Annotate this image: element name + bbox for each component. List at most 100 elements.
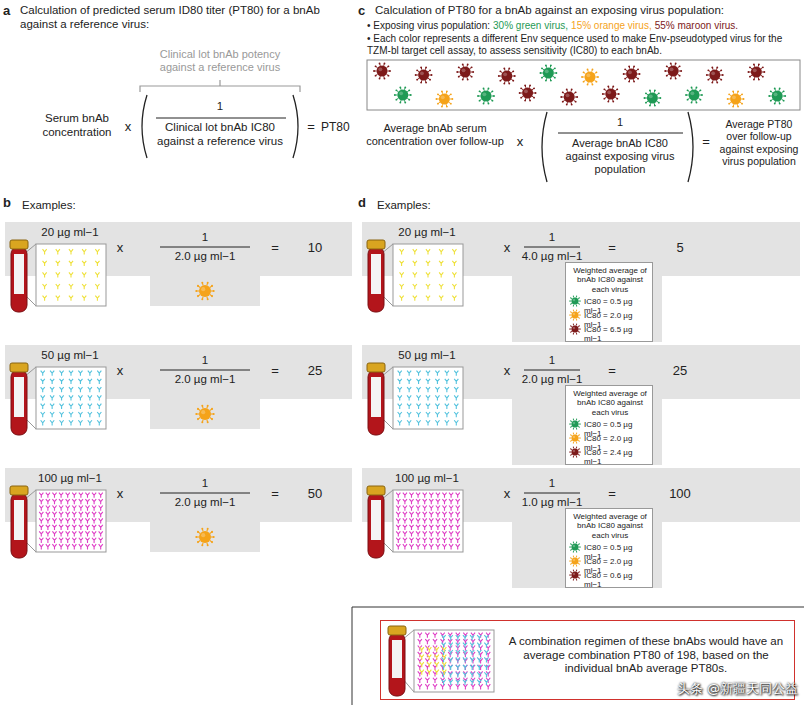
virus-spike-tip	[213, 290, 215, 292]
virus-spike-tip	[441, 106, 443, 108]
node-text: IC80 = 2.4 µg ml−1	[584, 448, 652, 467]
virus-spike-tip	[503, 67, 505, 69]
node-text: 20 µg ml−1	[387, 226, 467, 240]
virus-spike-tip	[571, 88, 573, 90]
label-text: Clinical lot bnAb IC80 against a referen…	[152, 121, 288, 148]
blood-tube	[367, 240, 463, 312]
virus-body	[772, 91, 783, 102]
virus-spike-tip	[576, 541, 577, 542]
virus-spike	[579, 438, 581, 439]
virus-spike-tip	[456, 71, 458, 73]
virus-spike	[388, 71, 390, 72]
virus-spike-tip	[573, 418, 574, 419]
virus-spike	[654, 90, 656, 92]
virus-spike	[576, 332, 578, 334]
virus-spike-tip	[592, 68, 594, 70]
virus-spike-tip	[768, 95, 770, 97]
virus-spike-tip	[679, 75, 681, 77]
virus-spike	[529, 98, 531, 100]
virus-highlight	[628, 70, 632, 74]
virus-spike	[480, 91, 482, 92]
virus-spike	[206, 543, 208, 546]
node-text: 1	[522, 477, 582, 491]
virus-spike-tip	[576, 565, 577, 566]
divider-line	[352, 607, 804, 608]
node-text: Weighted average of bnAb IC80 against ea…	[569, 266, 651, 294]
virus-highlight	[711, 71, 715, 75]
virus-spike	[637, 74, 639, 75]
virus-body	[571, 420, 578, 427]
virus-spike-tip	[569, 574, 570, 575]
virus-spike	[719, 70, 721, 71]
virus-icon	[569, 569, 581, 580]
virus-highlight	[573, 313, 576, 316]
virus-icon	[602, 85, 620, 102]
virus-spike	[578, 303, 579, 305]
virus-spike-tip	[707, 79, 709, 81]
virus-spike-tip	[680, 70, 682, 72]
virus-spike	[573, 304, 575, 306]
label-text: Calculation of PT80 for a bnAb against a…	[375, 4, 803, 18]
virus-spike-tip	[603, 98, 605, 100]
node-text: 1	[522, 354, 582, 368]
virus-spike	[545, 78, 547, 80]
virus-spike	[573, 455, 575, 457]
virus-spike	[500, 79, 502, 80]
virus-spike-tip	[576, 305, 577, 306]
virus-spike	[542, 68, 544, 69]
virus-spike-tip	[529, 84, 531, 86]
tube-cap	[367, 363, 385, 372]
virus-spike	[695, 87, 697, 89]
virus-spike-tip	[576, 551, 577, 552]
virus-spike	[737, 104, 739, 106]
virus-spike-tip	[576, 446, 577, 447]
virus-spike-tip	[580, 423, 581, 424]
virus-spike-tip	[571, 104, 573, 106]
virus-spike	[782, 99, 784, 100]
panel-letter: c	[358, 3, 372, 18]
virus-spike-tip	[659, 97, 661, 99]
label-text: 1	[555, 116, 685, 129]
virus-spike	[575, 97, 577, 98]
virus-spike-tip	[687, 99, 689, 101]
virus-spike-tip	[628, 65, 630, 67]
virus-icon	[569, 555, 581, 566]
virus-icon	[519, 84, 537, 101]
virus-body	[501, 71, 512, 82]
virus-spike	[608, 86, 610, 88]
virus-spike	[566, 89, 568, 91]
label-text: x	[120, 119, 136, 134]
virus-spike-tip	[666, 65, 668, 67]
virus-spike	[570, 301, 572, 302]
virus-spike-tip	[462, 63, 464, 65]
virus-spike	[206, 297, 208, 300]
virus-spike-tip	[570, 311, 571, 312]
virus-spike	[396, 90, 398, 91]
virus-spike-tip	[741, 93, 743, 95]
node-text: 2.0 µg ml−1	[155, 250, 255, 264]
virus-spike-tip	[580, 574, 581, 575]
virus-spike	[570, 329, 572, 330]
virus-spike	[753, 64, 755, 66]
virus-spike-tip	[545, 80, 547, 82]
virus-body	[199, 408, 211, 420]
virus-spike-tip	[579, 303, 580, 304]
virus-spike	[487, 88, 489, 90]
virus-spike-tip	[467, 63, 469, 65]
virus-spike	[407, 98, 409, 99]
zoom-line	[381, 490, 393, 500]
virus-spike-tip	[492, 100, 494, 102]
antibody-symbols	[43, 249, 100, 301]
virus-spike	[386, 74, 388, 75]
virus-spike	[700, 95, 702, 96]
panel-letter: d	[358, 195, 372, 210]
virus-spike	[470, 67, 472, 68]
virus-spike-tip	[570, 571, 571, 572]
virus-spike	[400, 100, 402, 102]
virus-spike-tip	[408, 89, 410, 91]
virus-spike	[771, 99, 773, 100]
label-text: Calculation of predicted serum ID80 tite…	[20, 4, 350, 31]
virus-spike	[573, 419, 575, 421]
virus-spike	[206, 420, 208, 423]
